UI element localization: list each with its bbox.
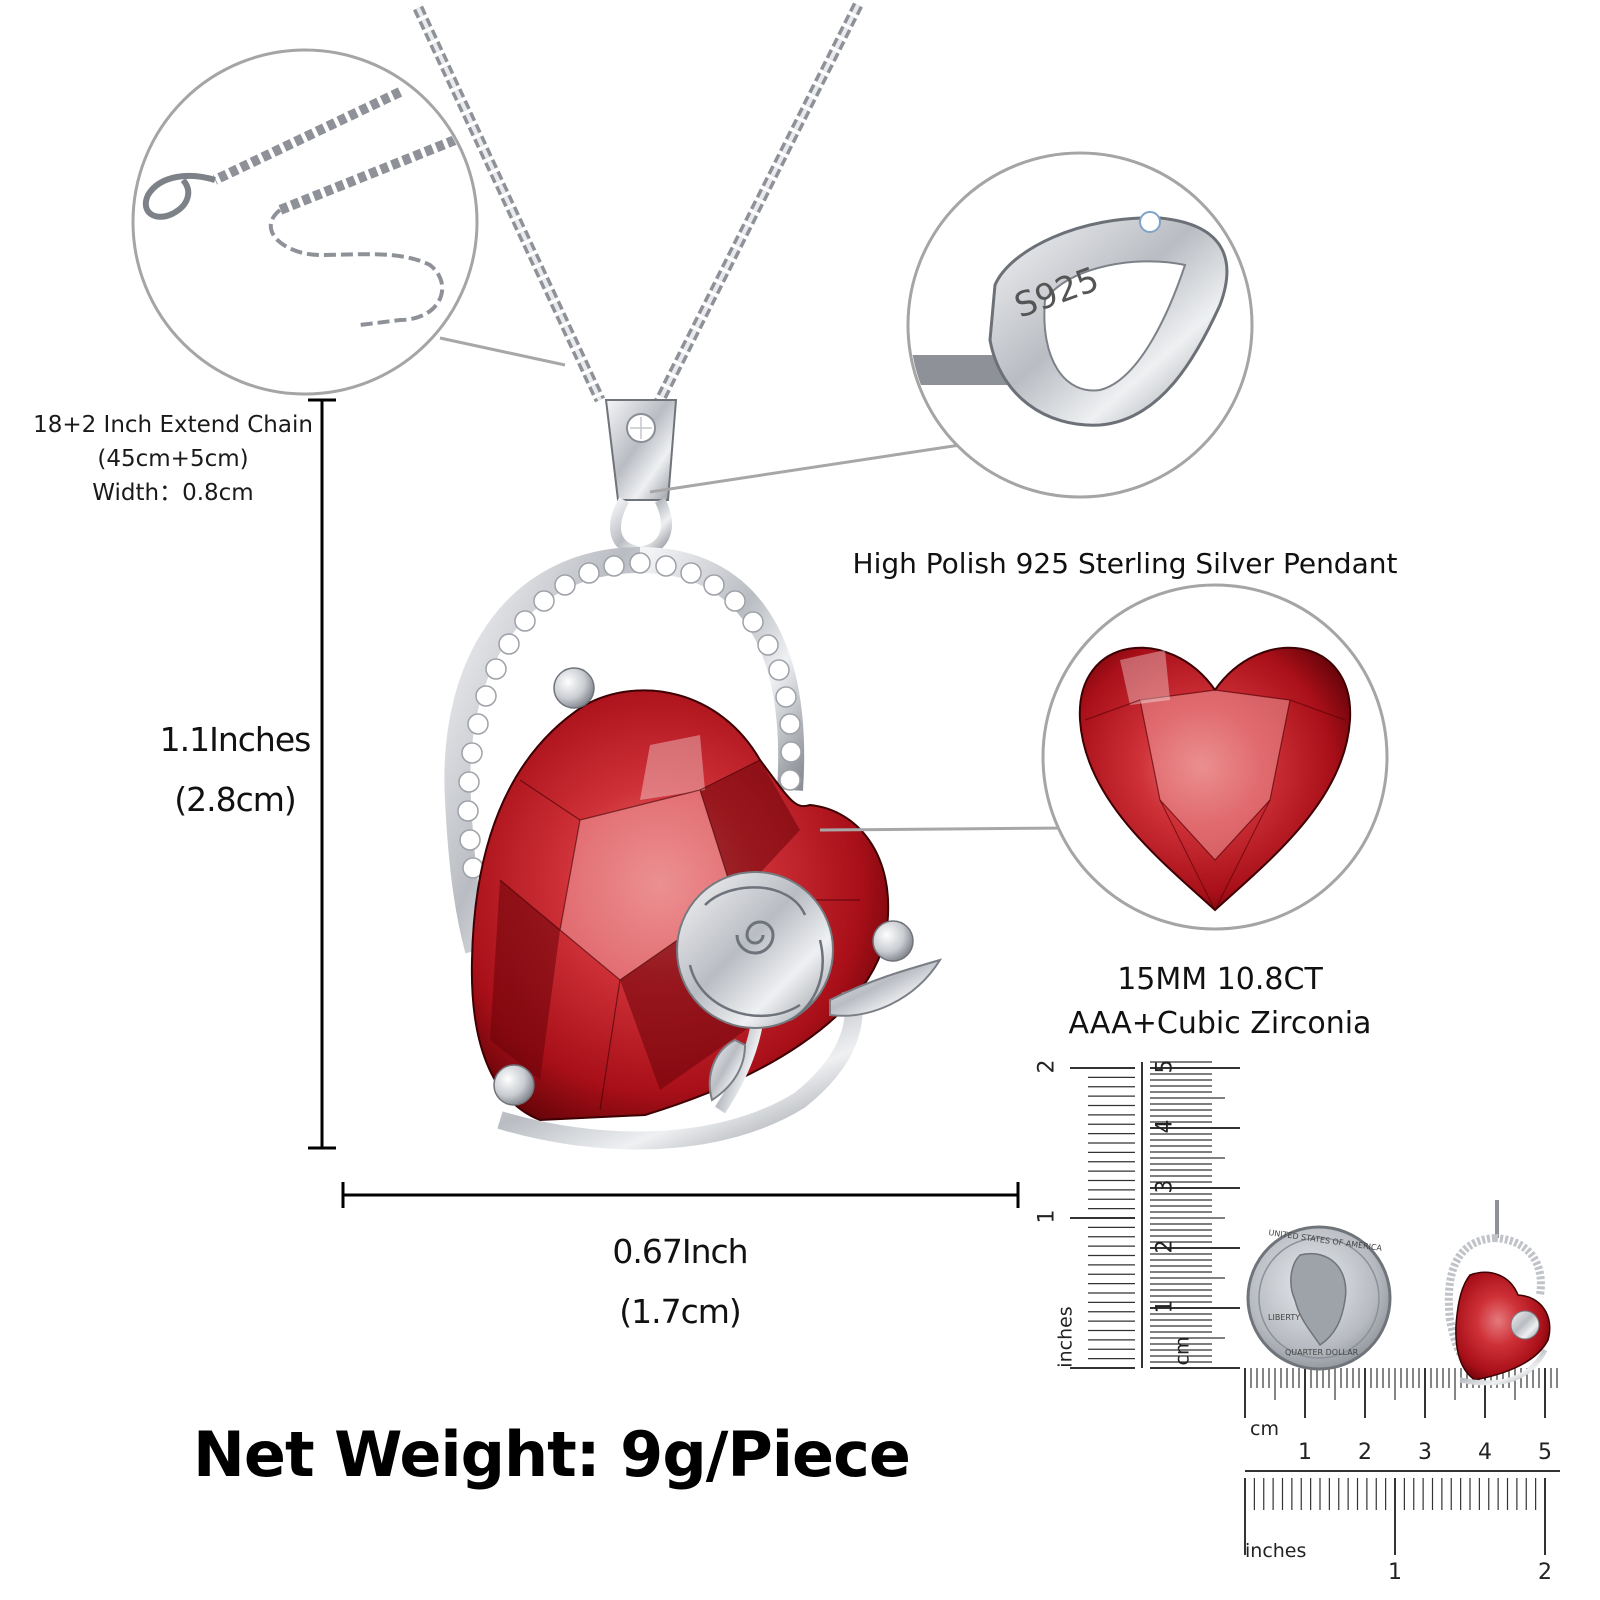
horizontal-ruler-inch-label: 1 [1388,1560,1402,1585]
horizontal-ruler-cm-unit: cm [1250,1418,1279,1440]
height-dimension-label: 1.1Inches (2.8cm) [130,710,340,830]
height-cm: (2.8cm) [174,780,297,819]
bail-detail-circle: S925 [906,151,1254,499]
horizontal-ruler-inch-unit: inches [1245,1540,1307,1562]
stone-detail-circle [1041,583,1389,931]
vertical-ruler-cm-label: 3 [1152,1179,1178,1194]
vertical-ruler-cm-label: 1 [1152,1299,1178,1314]
height-inches: 1.1Inches [159,720,312,759]
pendant-frame [444,547,805,954]
chain-length-line2: (45cm+5cm) [97,446,249,472]
width-dimension-line [341,1182,1020,1208]
pendant-bail [604,399,678,558]
width-inches: 0.67Inch [612,1232,748,1271]
stone-size-line: 15MM 10.8CT [1117,962,1323,997]
vertical-ruler [1070,1061,1240,1369]
height-dimension-line [308,398,336,1150]
vertical-ruler-cm-label: 2 [1152,1239,1178,1254]
coin-left-text: LIBERTY [1268,1313,1301,1322]
quarter-coin [1246,1225,1392,1371]
chain-width-line: Width：0.8cm [92,480,254,506]
necklace-chain [413,2,863,413]
net-weight-label: Net Weight: 9g/Piece [193,1418,911,1491]
vertical-ruler-cm-unit: cm [1171,1336,1194,1366]
width-dimension-label: 0.67Inch (1.7cm) [575,1222,785,1342]
horizontal-ruler-cm-label: 5 [1538,1440,1552,1465]
horizontal-ruler-cm-label: 4 [1478,1440,1492,1465]
chain-length-label: 18+2 Inch Extend Chain (45cm+5cm) Width：… [28,408,318,510]
width-cm: (1.7cm) [619,1292,742,1331]
chain-length-line1: 18+2 Inch Extend Chain [33,412,313,438]
chain-detail-circle [131,48,479,396]
horizontal-ruler-cm-label: 2 [1358,1440,1372,1465]
vertical-ruler-inch-unit: inches [1054,1306,1077,1368]
vertical-ruler-inch-label: 2 [1034,1059,1060,1074]
horizontal-ruler-cm-label: 3 [1418,1440,1432,1465]
stone-type-line: AAA+Cubic Zirconia [1068,1006,1372,1041]
horizontal-ruler-inch-label: 2 [1538,1560,1552,1585]
bail-material-label: High Polish 925 Sterling Silver Pendant [852,547,1398,580]
horizontal-ruler-cm-label: 1 [1298,1440,1312,1465]
horizontal-ruler [1244,1368,1560,1555]
vertical-ruler-cm-label: 4 [1152,1119,1178,1134]
stone-spec-label: 15MM 10.8CT AAA+Cubic Zirconia [1055,958,1385,1046]
pendant-scale-reference [1444,1200,1551,1386]
vertical-ruler-cm-label: 5 [1152,1059,1178,1074]
callout-lines [439,336,1071,832]
coin-bottom-text: QUARTER DOLLAR [1285,1348,1359,1357]
rose-ornament [676,871,943,1114]
vertical-ruler-inch-label: 1 [1034,1209,1060,1224]
